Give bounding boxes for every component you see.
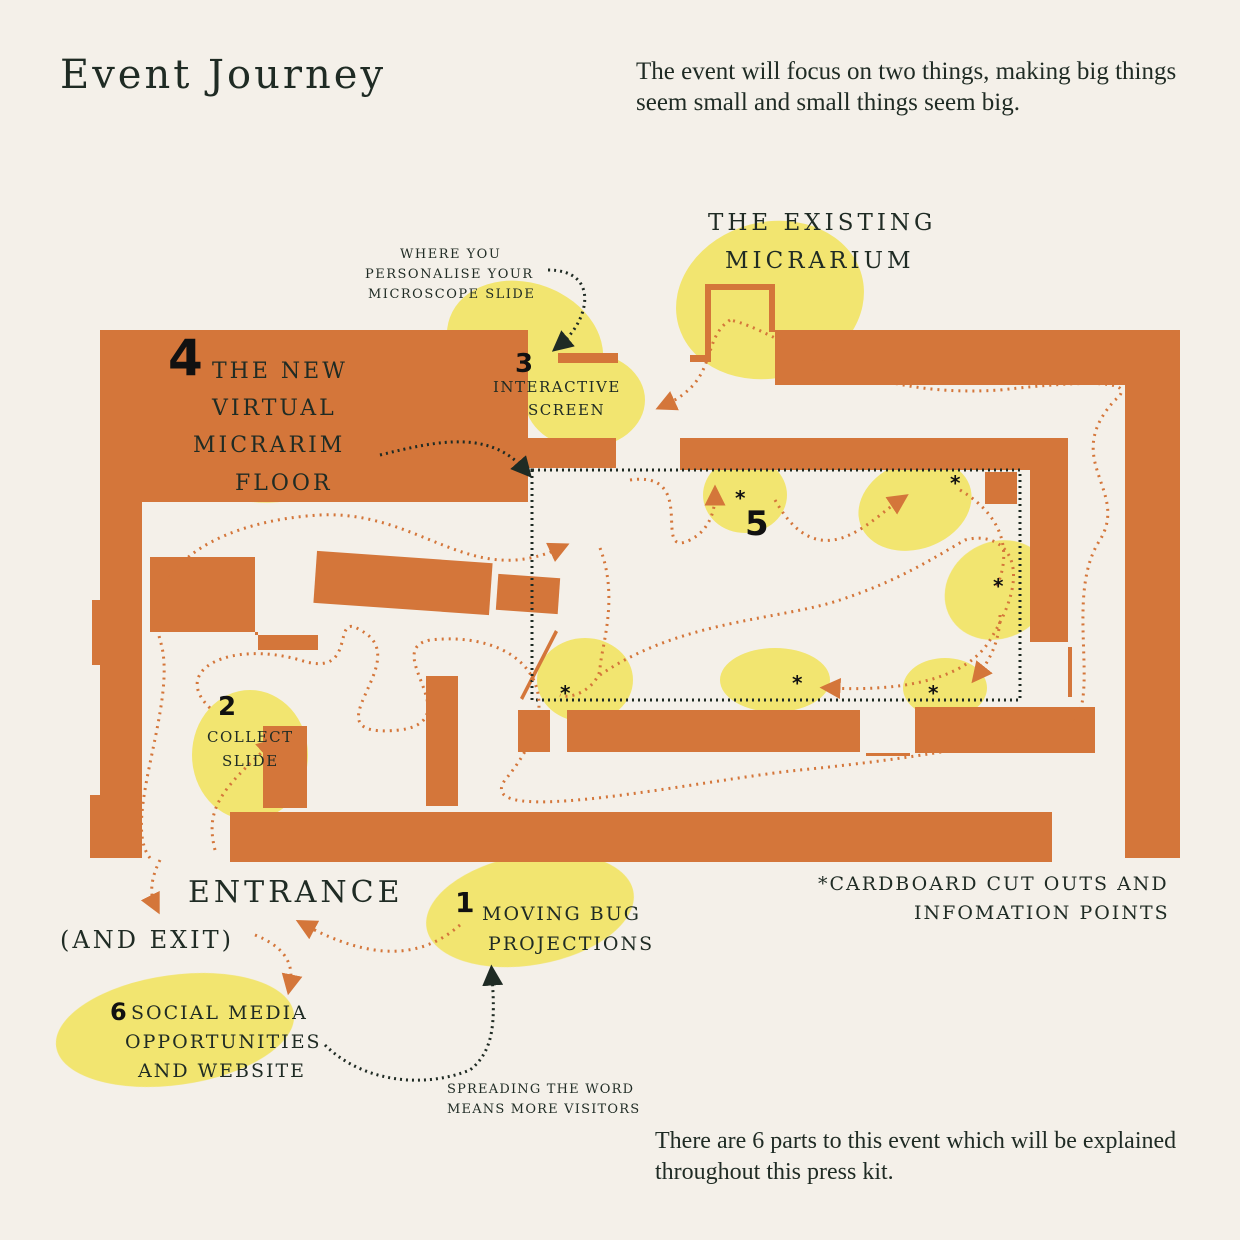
label-existing-line2: MICRARIUM xyxy=(725,248,915,274)
wall-north-strip xyxy=(558,353,618,363)
blob-step1 xyxy=(426,852,634,968)
info-point-b: * xyxy=(993,574,1004,598)
label-existing-line1: THE EXISTING xyxy=(708,210,936,236)
arrow-spreading xyxy=(323,964,504,1082)
label-step6-line1: SOCIAL MEDIA xyxy=(131,1002,308,1024)
blob-info-a xyxy=(858,459,972,551)
step1-number: 1 xyxy=(455,886,474,919)
wall-diagonal-stub xyxy=(520,630,558,700)
route-to-info-d xyxy=(599,536,1015,700)
wall-micrarium-left xyxy=(705,284,711,362)
info-point-a: * xyxy=(950,471,961,495)
wall-micrarium-top xyxy=(705,284,775,290)
blob-info-b xyxy=(944,540,1052,640)
wall-west-room xyxy=(150,557,318,650)
visitor-route xyxy=(139,318,1123,996)
blob-info-c xyxy=(537,638,633,722)
wall-south-main xyxy=(230,812,1052,862)
label-step6-line3: AND WEBSITE xyxy=(137,1060,306,1082)
label-step4-line3: MICRARIM xyxy=(193,433,345,458)
wall-top-center xyxy=(528,438,616,468)
wall-bar-1 xyxy=(313,550,493,616)
label-spreading-line2: MEANS MORE VISITORS xyxy=(447,1102,640,1117)
route-exit-to-step6 xyxy=(254,933,303,996)
wall-south-inner-1 xyxy=(518,710,550,752)
label-step3-line2: SCREEN xyxy=(528,401,605,419)
wall-outer-west xyxy=(90,330,528,858)
route-step1-to-entrance xyxy=(295,920,461,953)
blob-info-e xyxy=(903,658,987,718)
blob-info-d xyxy=(720,648,830,712)
route-to-exit xyxy=(140,859,162,915)
route-to-step5 xyxy=(629,477,726,545)
step3-number: 3 xyxy=(515,349,533,379)
step5-asterisk: * xyxy=(735,486,746,510)
label-cardboard-line1: *CARDBOARD CUT OUTS AND xyxy=(818,873,1169,895)
step4-number: 4 xyxy=(168,329,203,387)
intro-text: The event will focus on two things, maki… xyxy=(636,58,1177,116)
wall-micrarium-stub xyxy=(690,355,711,362)
label-step6-line2: OPPORTUNITIES xyxy=(125,1031,322,1053)
route-to-step3 xyxy=(655,318,731,411)
wall-outer-east xyxy=(775,330,1180,858)
blob-step5 xyxy=(703,457,787,533)
label-entrance: ENTRANCE xyxy=(188,875,404,910)
annotation-arrows xyxy=(323,268,587,1082)
label-cardboard-line2: INFOMATION POINTS xyxy=(914,902,1170,924)
label-exit: (AND EXIT) xyxy=(60,926,234,954)
wall-south-inner-3 xyxy=(915,707,1095,753)
outro-text: There are 6 parts to this event which wi… xyxy=(655,1128,1177,1185)
label-personalise-line2: PERSONALISE YOUR xyxy=(365,267,534,282)
wall-micrarium-right xyxy=(769,284,775,332)
wall-bar-2 xyxy=(495,573,561,615)
wall-gap-line xyxy=(866,753,910,756)
label-step2-line2: SLIDE xyxy=(222,752,279,770)
step2-number: 2 xyxy=(218,692,236,722)
info-point-d: * xyxy=(792,671,803,695)
virtual-floor-outline xyxy=(530,468,1022,702)
label-step4-line1: THE NEW xyxy=(212,359,348,384)
wall-pillar xyxy=(426,676,458,806)
label-step1-line1: MOVING BUG xyxy=(482,903,641,925)
label-step1-line2: PROJECTIONS xyxy=(488,933,654,955)
wall-south-inner-2 xyxy=(567,710,860,752)
building-walls xyxy=(90,284,1180,862)
wall-east-stub xyxy=(1068,647,1072,697)
page-title: Event Journey xyxy=(60,52,387,98)
blob-step3 xyxy=(525,352,645,448)
blob-step6 xyxy=(55,973,295,1087)
step5-number: 5 xyxy=(745,504,769,544)
route-step5-to-info-a xyxy=(773,494,909,542)
wall-inner-block xyxy=(985,472,1017,504)
label-step3-line1: INTERACTIVE xyxy=(493,378,621,396)
label-personalise-line3: MICROSCOPE SLIDE xyxy=(368,287,535,302)
label-step2-line1: COLLECT xyxy=(207,728,294,746)
label-step4-line4: FLOOR xyxy=(235,471,333,496)
label-step4-line2: VIRTUAL xyxy=(211,396,337,421)
wall-inner-l xyxy=(680,438,1068,642)
step6-number: 6 xyxy=(110,998,127,1026)
label-personalise-line1: WHERE YOU xyxy=(400,247,501,262)
info-point-c: * xyxy=(560,681,571,705)
label-spreading-line1: SPREADING THE WORD xyxy=(447,1082,634,1097)
route-entrance-to-collect xyxy=(210,737,278,851)
info-point-e: * xyxy=(928,681,939,705)
